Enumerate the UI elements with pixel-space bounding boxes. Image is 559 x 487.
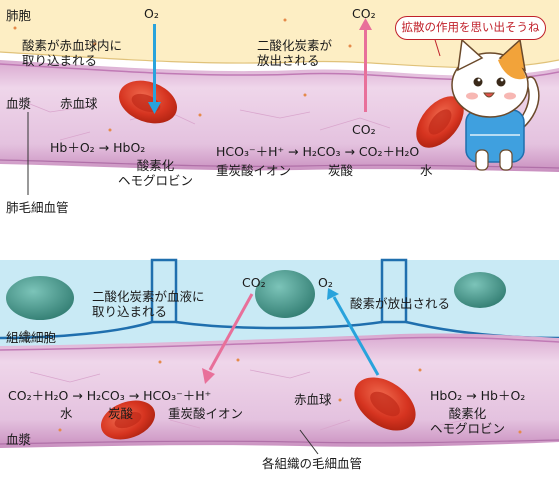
o2-uptake-arrow [148,24,161,114]
co2-in-label: CO₂ [352,122,376,137]
speech-bubble: 拡散の作用を思い出そうね [395,16,546,40]
hb-reaction: Hb＋O₂ → HbO₂ [50,140,146,155]
co2-uptake-text: 二酸化炭素が血液に 取り込まれる [92,289,205,319]
carbonic-label: 炭酸 [328,163,354,178]
rbc-label-tissue: 赤血球 [294,392,332,407]
bicarb-reaction-tissue: CO₂＋H₂O → H₂CO₃ → HCO₃⁻＋H⁺ [8,388,212,403]
cat-mascot-icon [451,38,540,171]
rbc-label: 赤血球 [60,96,98,111]
co2-release-arrow [359,18,372,112]
tissue-capillary-label: 各組織の毛細血管 [262,456,363,471]
tissue-cell [255,270,315,318]
carbonic-label-tissue: 炭酸 [108,406,134,421]
bicarb-reaction: HCO₃⁻＋H⁺ → H₂CO₃ → CO₂＋H₂O [216,144,420,159]
tissue-cell [6,276,74,320]
hb-reaction-tissue: HbO₂ → Hb＋O₂ [430,388,526,403]
o2-label: O₂ [144,6,159,21]
water-label: 水 [420,163,433,178]
plasma-label-tissue: 血漿 [6,432,32,447]
plasma-label: 血漿 [6,96,32,111]
co2-uptake-arrow [202,293,254,384]
oxyhb-label: 酸素化 ヘモグロビン [118,158,194,188]
alveolus-label: 肺胞 [6,8,32,23]
water-label-tissue: 水 [60,406,73,421]
tissue-cell [454,272,506,308]
o2-label-tissue: O₂ [318,275,333,290]
oxyhb-label-tissue: 酸素化 ヘモグロビン [430,406,506,436]
bicarb-label-tissue: 重炭酸イオン [168,406,244,421]
co2-label-tissue: CO₂ [242,275,266,290]
capillary-label: 肺毛細血管 [6,200,69,215]
oxygen-uptake-text: 酸素が赤血球内に 取り込まれる [22,38,123,68]
o2-release-arrow [327,288,380,376]
o2-release-text: 酸素が放出される [350,296,451,311]
bicarb-label: 重炭酸イオン [216,163,292,178]
co2-release-text: 二酸化炭素が 放出される [257,38,333,68]
tissue-cell-label: 組織細胞 [6,330,57,345]
co2-out-label: CO₂ [352,6,376,21]
